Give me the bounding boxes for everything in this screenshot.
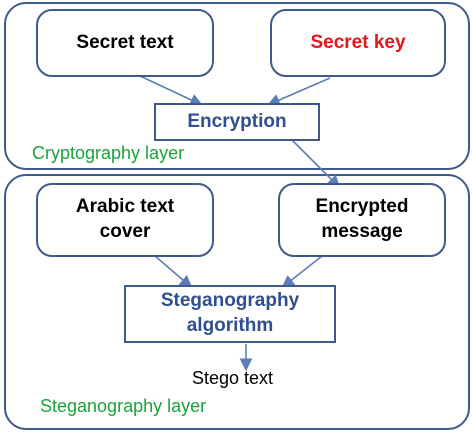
steganography-layer-label: Steganography layer: [40, 396, 207, 416]
arabic-cover-line1: Arabic text: [75, 196, 175, 218]
cryptography-layer-label: Cryptography layer: [32, 143, 185, 163]
cryptography-layer-frame: [4, 2, 470, 170]
arrow-encryption-to-encrypted-message: [291, 139, 341, 189]
algorithm-line2: algorithm: [186, 315, 274, 336]
secret-text-label: Secret text: [76, 31, 174, 53]
secret-key-box: Secret key: [270, 9, 446, 77]
steganography-layer-frame: [4, 174, 470, 430]
algorithm-line1: Steganography: [160, 290, 300, 312]
secret-text-box: Secret text: [36, 9, 214, 77]
encrypted-line1: Encrypted: [315, 196, 409, 218]
encrypted-line2: message: [321, 221, 403, 242]
arrow-encrypted-to-algorithm: [281, 255, 323, 288]
encryption-box: Encryption: [154, 103, 320, 141]
secret-key-label: Secret key: [310, 31, 406, 53]
stego-text-output: Stego text: [192, 368, 274, 388]
steganography-algorithm-box: Steganography algorithm: [124, 285, 336, 343]
arabic-cover-line2: cover: [99, 221, 151, 242]
arabic-text-cover-box: Arabic text cover: [36, 183, 214, 257]
arrow-secret-key-to-encryption: [267, 77, 331, 107]
arrow-secret-text-to-encryption: [139, 75, 203, 106]
encrypted-message-box: Encrypted message: [278, 183, 446, 257]
arrow-cover-to-algorithm: [154, 255, 193, 289]
encryption-label: Encryption: [187, 110, 287, 132]
